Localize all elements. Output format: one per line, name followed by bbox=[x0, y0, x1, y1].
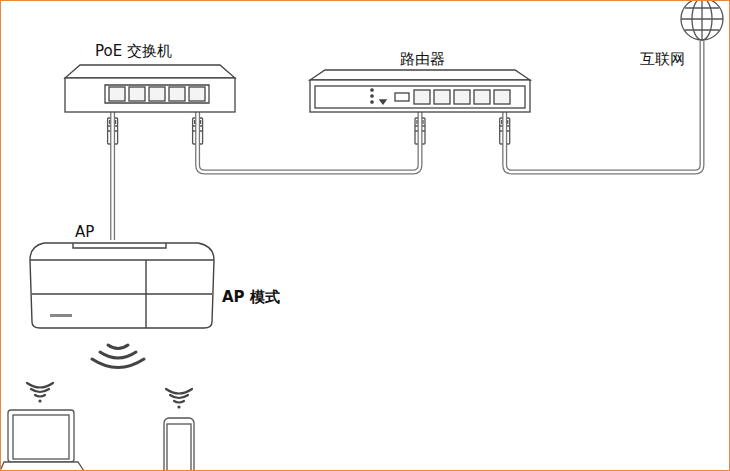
device-label: 互联网 bbox=[640, 50, 685, 68]
network-cable bbox=[198, 112, 420, 172]
device-node: 路由器 bbox=[310, 70, 530, 112]
device-label: 路由器 bbox=[400, 50, 445, 68]
device-label: AP bbox=[75, 223, 94, 241]
device-node: AP bbox=[28, 240, 216, 330]
device-node: 互联网 bbox=[680, 0, 724, 41]
network-cable bbox=[112, 112, 113, 240]
network-cable bbox=[505, 41, 702, 172]
mode-label: AP 模式 bbox=[222, 288, 280, 306]
device-node: PoE 交换机 bbox=[65, 65, 235, 112]
device-label: PoE 交换机 bbox=[95, 42, 172, 60]
